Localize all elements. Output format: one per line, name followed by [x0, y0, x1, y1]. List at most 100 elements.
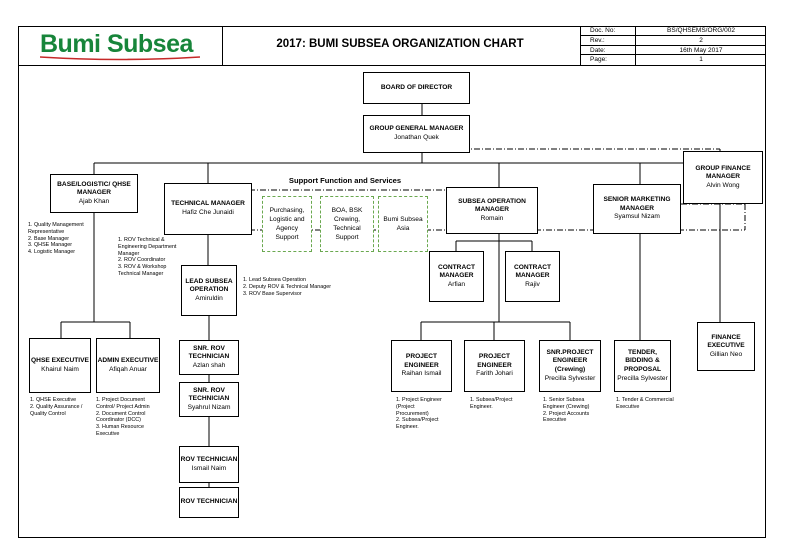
header-separator: [580, 26, 581, 65]
duty-line: Representative: [28, 228, 65, 235]
duty-line: Coordinator (DCC): [96, 417, 141, 424]
support-box-crewing: BOA, BSK Crewing, Technical Support: [320, 196, 374, 252]
chart-sheet: [18, 26, 766, 538]
role-title: BASE/LOGISTIC/ QHSE MANAGER: [57, 180, 131, 197]
rov-technician-box: ROV TECHNICIAN: [179, 487, 239, 518]
company-logo: Bumi Subsea: [40, 30, 210, 61]
meta-row: Doc. No:BS/QHSEMS/ORG/002: [580, 26, 766, 36]
duty-line: 2. Deputy ROV & Technical Manager: [243, 283, 331, 290]
person-name: Hafiz Che Junaidi: [182, 209, 234, 216]
person-name: Amiruldin: [195, 294, 223, 302]
duty-line: 1. Senior Subsea: [543, 397, 585, 403]
support-functions-heading: Support Function and Services: [288, 176, 402, 185]
lead-subsea-duties: 1. Lead Subsea Operation 2. Deputy ROV &…: [243, 277, 331, 297]
duty-line: 1. Project Engineer: [396, 397, 442, 403]
meta-value: 2: [699, 36, 703, 44]
senior-rov-technician-box: SNR. ROV TECHNICIAN Syahrul Nizam: [179, 382, 239, 417]
duty-line: 2. Quality Assurance /: [30, 403, 83, 410]
duty-line: 1. Quality Management: [28, 222, 84, 228]
meta-value: 16th May 2017: [679, 46, 723, 54]
document-meta-table: Doc. No:BS/QHSEMS/ORG/002 Rev.:2 Date:16…: [580, 26, 766, 65]
role-title: TECHNICAL MANAGER: [171, 200, 245, 208]
duty-line: Manager: [118, 250, 140, 257]
role-title: ROV TECHNICIAN: [180, 455, 238, 463]
person-name: Precilla Sylvester: [544, 374, 596, 382]
role-title: QHSE EXECUTIVE: [31, 356, 89, 364]
person-name: Rajiv: [525, 280, 540, 288]
meta-row: Page: 1: [580, 55, 766, 65]
duty-line: 1. Lead Subsea Operation: [243, 277, 306, 283]
technical-manager-box: TECHNICAL MANAGER Hafiz Che Junaidi: [164, 183, 252, 235]
qhse-executive-duties: 1. QHSE Executive 2. Quality Assurance /…: [30, 397, 82, 417]
senior-project-engineer-box: SNR.PROJECT ENGINEER (Crewing) Precilla …: [539, 340, 601, 392]
meta-value: BS/QHSEMS/ORG/002: [667, 27, 735, 34]
senior-project-engineer-duties: 1. Senior Subsea Engineer (Crewing) 2. P…: [543, 397, 589, 424]
duty-line: 1. Tender & Commercial: [616, 397, 674, 403]
role-title: GROUP GENERAL MANAGER: [369, 125, 464, 133]
duty-line: 1. QHSE Executive: [30, 397, 77, 403]
duty-line: 2. Project Accounts: [543, 410, 590, 417]
group-general-manager-box: GROUP GENERAL MANAGER Jonathan Quek: [363, 115, 470, 153]
person-name: Romain: [480, 214, 504, 222]
project-engineer-box: PROJECT ENGINEER Farith Johari: [464, 340, 525, 392]
duty-line: 2. Base Manager: [28, 235, 70, 242]
person-name: Azlan shah: [192, 361, 226, 369]
role-title: ADMIN EXECUTIVE: [97, 356, 159, 364]
role-title: SUBSEA OPERATION MANAGER: [458, 197, 526, 214]
role-title: PROJECT ENGINEER: [477, 353, 512, 369]
role-title: CONTRACT MANAGER: [438, 263, 475, 280]
header-divider: [18, 65, 766, 66]
person-name: Syahrul Nizam: [187, 403, 231, 411]
admin-executive-box: ADMIN EXECUTIVE Afiqah Anuar: [96, 338, 160, 393]
technical-manager-duties: 1. ROV Technical & Engineering Departmen…: [118, 237, 176, 278]
person-name: Syamsul Nizam: [614, 213, 660, 221]
rov-technician-box: ROV TECHNICIAN Ismail Naim: [179, 446, 239, 483]
role-title: GROUP FINANCE MANAGER: [695, 164, 751, 181]
role-title: TENDER, BIDDING & PROPOSAL: [623, 348, 661, 373]
meta-value: 1: [699, 56, 703, 64]
duty-line: Quality Control: [30, 410, 66, 417]
lead-subsea-operation-box: LEAD SUBSEA OPERATION Amiruldin: [181, 265, 237, 316]
role-title: BOARD OF DIRECTOR: [380, 83, 453, 91]
role-title: SNR. ROV TECHNICIAN: [188, 386, 230, 403]
support-box-bumi-subsea-asia: Bumi Subsea Asia: [378, 196, 428, 252]
duty-line: 4. Logistic Manager: [28, 249, 76, 256]
duty-line: 1. ROV Technical &: [118, 237, 165, 243]
role-title: LEAD SUBSEA OPERATION: [185, 277, 233, 294]
duty-line: Executive: [96, 430, 120, 437]
tender-bidding-duties: 1. Tender & Commercial Executive: [616, 397, 674, 411]
duty-line: (Project: [396, 403, 415, 410]
duty-line: Control/ Project Admin: [96, 403, 150, 410]
duty-line: Executive: [616, 403, 640, 410]
person-name: Ismail Naim: [191, 464, 227, 472]
duty-line: 1. Project Document: [96, 397, 145, 403]
duty-line: Procurement): [396, 410, 429, 417]
meta-key: Rev.:: [580, 35, 636, 45]
person-name: Gillian Neo: [709, 350, 743, 358]
group-finance-manager-box: GROUP FINANCE MANAGER Alvin Wong: [683, 151, 763, 204]
contract-manager-box: CONTRACT MANAGER Rajiv: [505, 251, 560, 302]
duty-line: 3. ROV Base Supervisor: [243, 290, 302, 297]
meta-key: Page:: [580, 55, 636, 65]
duty-line: Engineer (Crewing): [543, 403, 590, 410]
support-box-purchasing: Purchasing, Logistic and Agency Support: [262, 196, 312, 252]
admin-executive-duties: 1. Project Document Control/ Project Adm…: [96, 397, 150, 438]
person-name: Jonathan Quek: [394, 134, 439, 141]
person-name: Arfian: [447, 280, 466, 288]
duty-line: 3. Human Resource: [96, 424, 144, 431]
meta-row: Rev.: 2: [580, 35, 766, 46]
role-title: SNR. ROV TECHNICIAN: [188, 344, 230, 361]
person-name: Khairul Naim: [41, 365, 79, 373]
logo-wordmark: Bumi Subsea: [40, 30, 193, 58]
project-engineer-duties: 1. Project Engineer (Project Procurement…: [396, 397, 442, 431]
subsea-operation-manager-box: SUBSEA OPERATION MANAGER Romain: [446, 187, 538, 234]
project-engineer-box: PROJECT ENGINEER Raihan Ismail: [391, 340, 452, 392]
logo-swoosh: [40, 56, 200, 61]
qhse-executive-box: QHSE EXECUTIVE Khairul Naim: [29, 338, 91, 393]
base-manager-duties: 1. Quality Management Representative 2. …: [28, 222, 84, 256]
duty-line: 2. Document Control: [96, 410, 146, 417]
duty-line: 3. ROV & Workshop: [118, 264, 167, 271]
document-title: 2017: BUMI SUBSEA ORGANIZATION CHART: [276, 38, 524, 50]
duty-line: Engineering Department: [118, 243, 177, 250]
header-separator: [222, 26, 223, 65]
